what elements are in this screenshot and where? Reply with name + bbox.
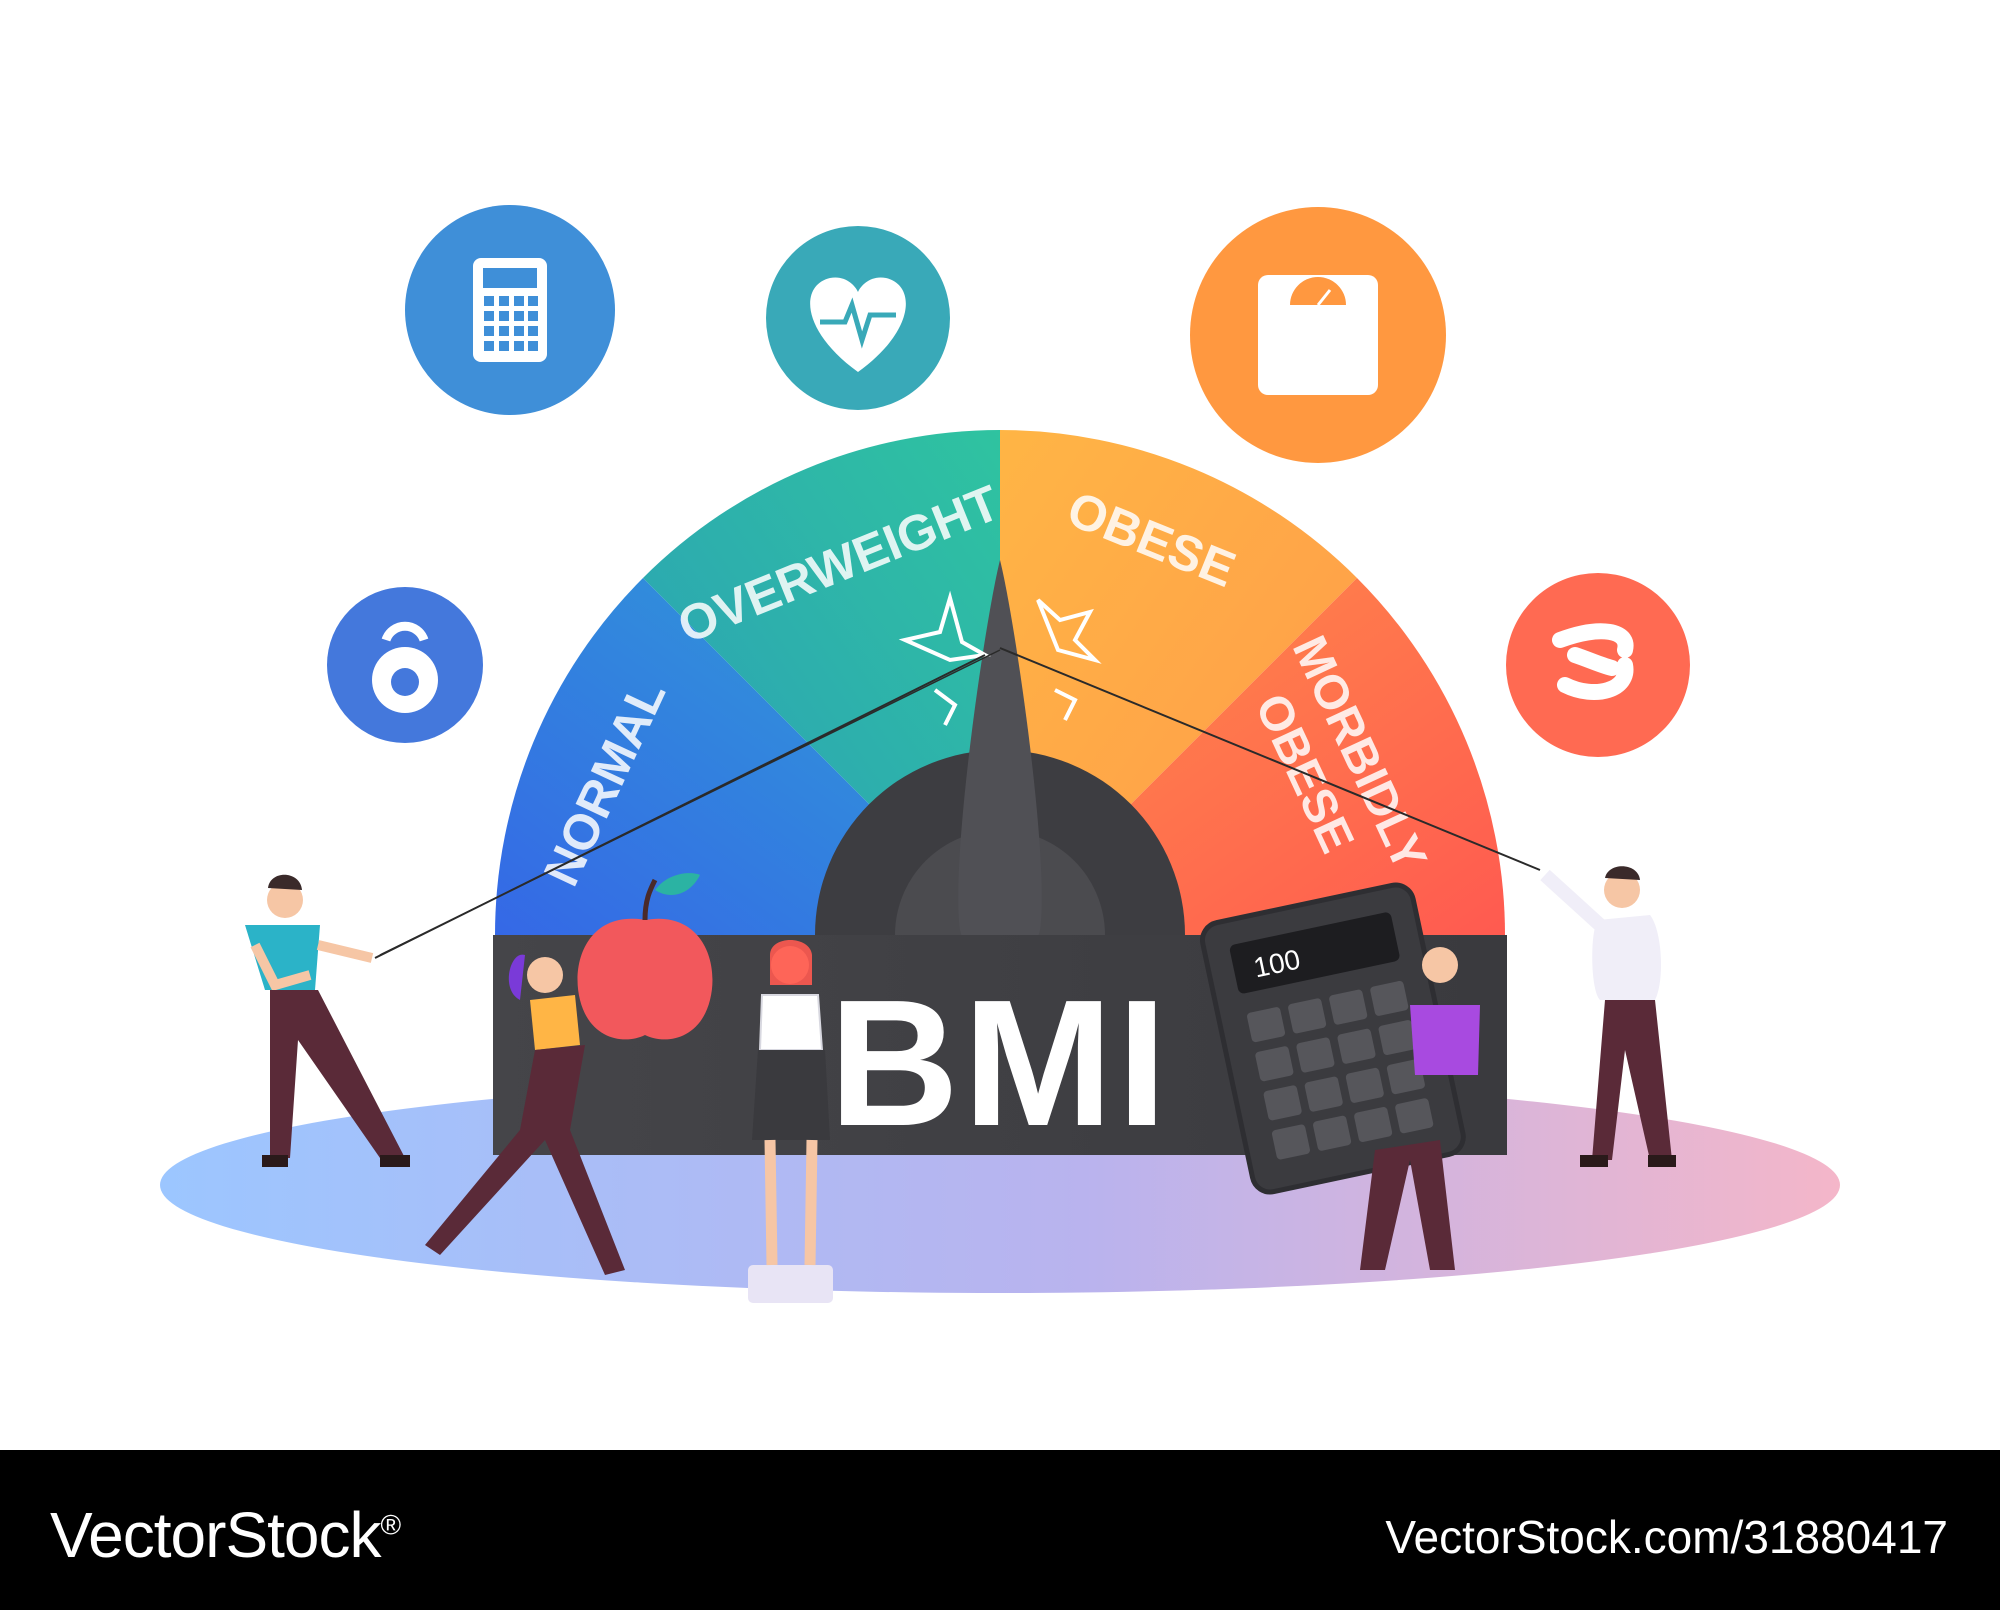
scale-icon-badge (1190, 207, 1446, 463)
man-pulling-right (1540, 866, 1676, 1167)
image-url[interactable]: VectorStock.com/31880417 (1385, 1511, 1948, 1563)
apple (577, 873, 713, 1040)
calculator-icon (473, 258, 547, 362)
rope-right (999, 647, 1541, 871)
woman-carrying-apple (425, 954, 625, 1275)
illustration: NORMAL OVERWEIGHT OBESE MORBIDLY OBESE B… (160, 205, 1840, 1303)
man-pulling-left (245, 874, 410, 1167)
bmi-title: BMI (829, 963, 1171, 1164)
heart-rate-icon-badge (766, 226, 950, 410)
brand-registered-mark: ® (380, 1509, 402, 1541)
rope-left-2 (379, 649, 1001, 956)
vectorstock-logo[interactable]: VectorStock® (50, 1498, 402, 1572)
needle-sparks (898, 590, 1102, 726)
big-calculator: 100 (1199, 882, 1466, 1195)
gauge-needle (958, 560, 1042, 964)
kettlebell-icon-badge (327, 587, 483, 743)
bmi-illustration-svg: NORMAL OVERWEIGHT OBESE MORBIDLY OBESE B… (160, 205, 1840, 1303)
brand-name: VectorStock (50, 1499, 381, 1571)
tape-measure-icon-badge (1506, 573, 1690, 757)
woman-on-scale (748, 940, 833, 1303)
heart-rate-icon (810, 277, 906, 372)
kettlebell-icon (372, 621, 438, 713)
bmi-gauge: NORMAL OVERWEIGHT OBESE MORBIDLY OBESE (495, 430, 1505, 964)
scale-icon (1258, 275, 1378, 395)
man-holding-calculator (1360, 947, 1480, 1270)
calculator-icon-badge (405, 205, 615, 415)
tape-measure-icon (1552, 623, 1634, 701)
footer-bar: VectorStock® VectorStock.com/31880417 (0, 1450, 2000, 1610)
